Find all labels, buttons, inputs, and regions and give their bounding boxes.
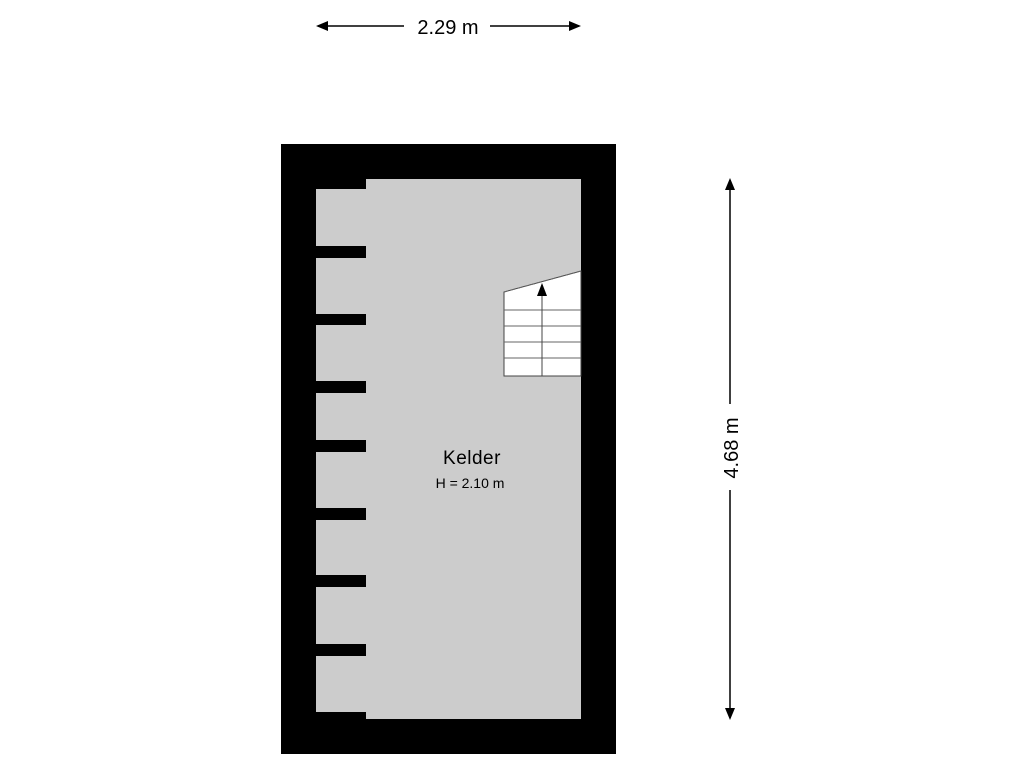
arrow-right-icon [569, 21, 581, 31]
arrow-up-icon [725, 178, 735, 190]
arrow-down-icon [725, 708, 735, 720]
depth-label: 4.68 m [721, 417, 743, 478]
arrow-left-icon [316, 21, 328, 31]
room-name: Kelder [443, 448, 501, 469]
width-label: 2.29 m [417, 17, 478, 39]
depth-dimension: 4.68 m [721, 178, 743, 720]
width-dimension: 2.29 m [316, 17, 581, 39]
stair-arrow-icon [537, 283, 547, 296]
room-height: H = 2.10 m [436, 475, 505, 491]
room-floor [316, 179, 581, 719]
staircase [503, 270, 582, 377]
